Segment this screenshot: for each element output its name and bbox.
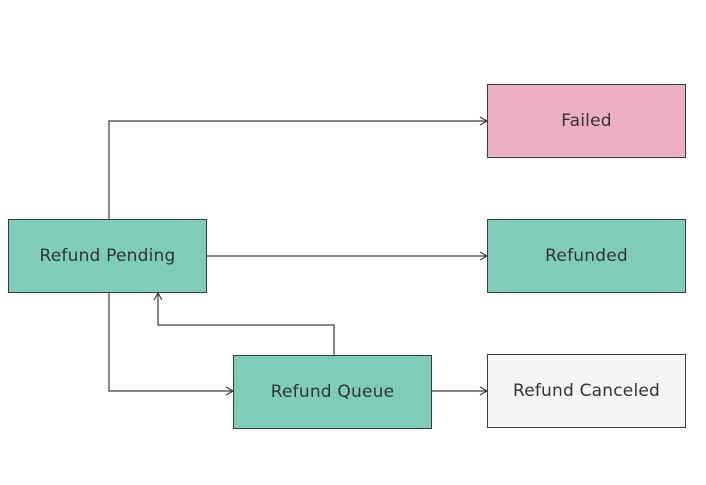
- edge-pending-to-failed: [108, 116, 489, 219]
- edge-pending-to-queue: [108, 293, 235, 396]
- refund-canceled-state-label: Refund Canceled: [512, 381, 661, 401]
- refund-pending-state-label: Refund Pending: [39, 246, 176, 266]
- refunded-state-label: Refunded: [545, 246, 628, 266]
- refund-queue-state-node: Refund Queue: [233, 355, 432, 429]
- failed-state-node: Failed: [487, 84, 686, 158]
- refund-canceled-state-node: Refund Canceled: [487, 354, 686, 428]
- refunded-state-node: Refunded: [487, 219, 686, 293]
- edge-queue-to-pending: [153, 291, 335, 355]
- refund-queue-state-label: Refund Queue: [270, 382, 395, 402]
- failed-state-label: Failed: [561, 111, 612, 131]
- refund-pending-state-node: Refund Pending: [8, 219, 207, 293]
